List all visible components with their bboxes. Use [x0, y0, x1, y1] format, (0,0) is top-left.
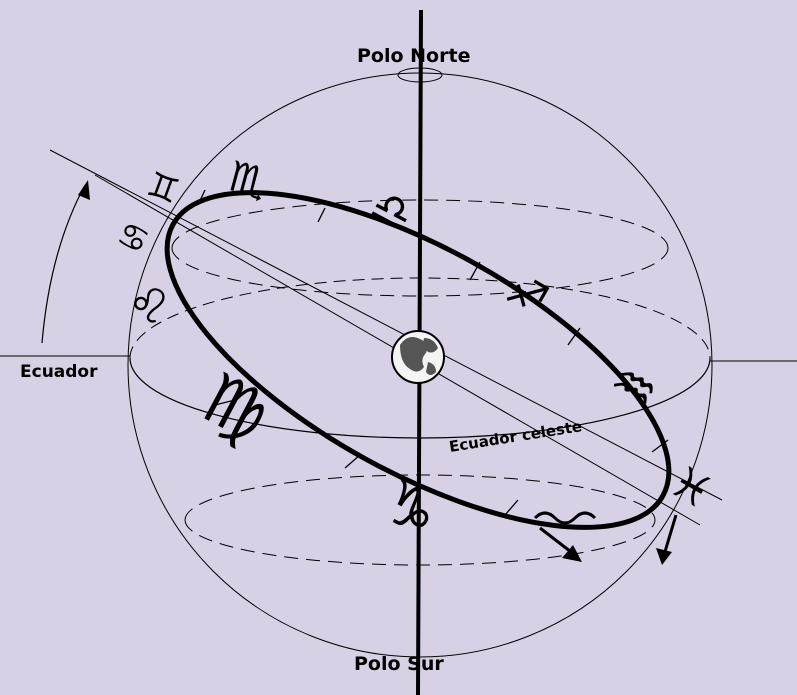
equator-label: Ecuador	[20, 362, 98, 382]
north-pole-label: Polo Norte	[357, 45, 470, 67]
earth-globe	[392, 331, 444, 383]
south-pole-label: Polo Sur	[354, 653, 444, 675]
